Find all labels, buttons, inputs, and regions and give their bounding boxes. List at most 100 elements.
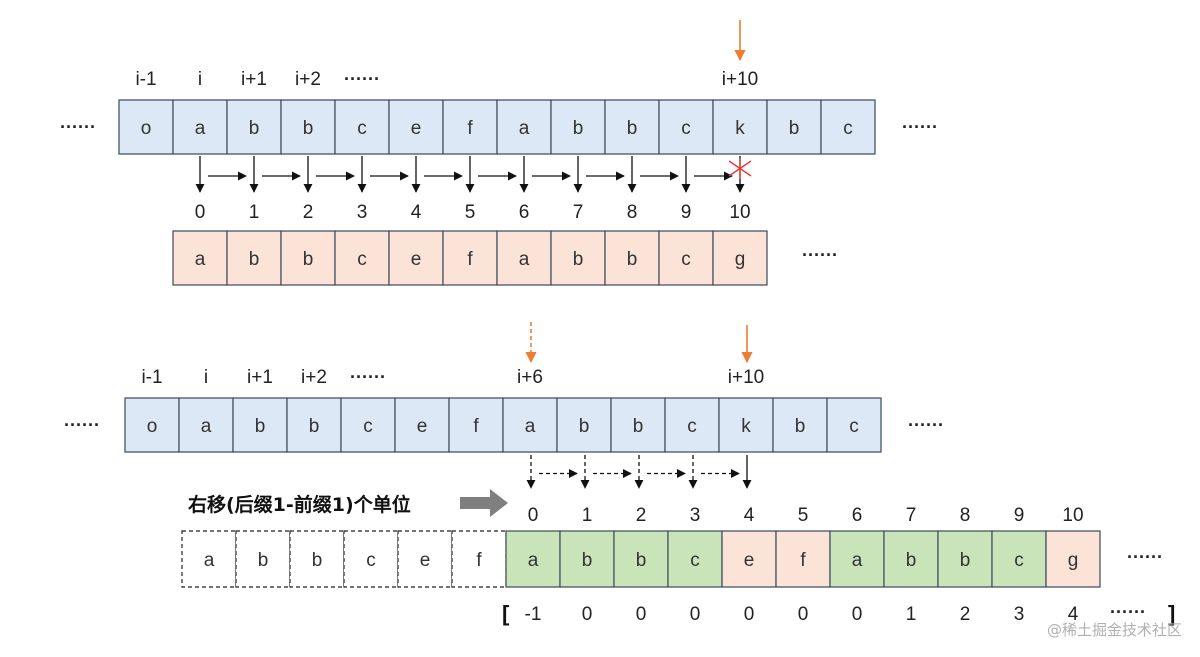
- bottom-pattern-index: 8: [960, 505, 971, 526]
- bottom-main-index-label: i+2: [301, 367, 327, 388]
- bottom-main-char: b: [795, 416, 806, 437]
- top-pattern-cell: b: [550, 230, 606, 286]
- bottom-pattern-index: 9: [1014, 505, 1025, 526]
- top-pattern-index: 5: [465, 202, 476, 223]
- top-pattern-cell: f: [442, 230, 498, 286]
- top-main-cell: c: [658, 99, 714, 155]
- top-pattern-cell: e: [388, 230, 444, 286]
- next-array-value: 3: [1014, 604, 1025, 625]
- bottom-pattern-cell: f: [775, 530, 831, 588]
- bottom-main-index-label: ······: [350, 367, 386, 387]
- bottom-main-char: a: [201, 416, 212, 437]
- bottom-pattern-char: b: [636, 550, 647, 571]
- bottom-main-cell: b: [286, 397, 342, 453]
- top-pattern-cell: a: [496, 230, 552, 286]
- next-array-value: -1: [525, 604, 542, 625]
- bottom-pattern-char: b: [960, 550, 971, 571]
- next-array-value: 0: [744, 604, 755, 625]
- top-main-cell: k: [712, 99, 768, 155]
- top-pattern-index: 6: [519, 202, 530, 223]
- bottom-main-char: c: [363, 416, 373, 437]
- top-main-index-label: i: [198, 69, 202, 90]
- shifted-out-char: c: [366, 550, 376, 571]
- top-main-cell: b: [550, 99, 606, 155]
- bottom-main-index-label: i: [204, 367, 208, 388]
- top-main-char: b: [303, 118, 314, 139]
- shifted-out-char: f: [476, 550, 482, 571]
- next-array-bracket-close: ]: [1168, 601, 1175, 626]
- top-pattern-cell: c: [334, 230, 390, 286]
- top-main-char: b: [627, 118, 638, 139]
- bottom-main-char: b: [579, 416, 590, 437]
- bottom-pattern-char: c: [690, 550, 700, 571]
- bottom-main-cell: e: [394, 397, 450, 453]
- shift-right-arrow-icon: [460, 489, 508, 517]
- bottom-pattern-index: 5: [798, 505, 809, 526]
- top-main-char: a: [519, 118, 530, 139]
- top-main-cell: b: [226, 99, 282, 155]
- top-main-char: e: [411, 118, 422, 139]
- bottom-pattern-char: g: [1068, 550, 1079, 571]
- bottom-pattern-index: 2: [636, 505, 647, 526]
- next-array-value: 0: [582, 604, 593, 625]
- top-main-char: c: [843, 118, 853, 139]
- top-pattern-char: c: [357, 249, 367, 270]
- shift-caption: 右移(后缀1-前缀1)个单位: [187, 493, 411, 516]
- top-pattern-char: a: [519, 249, 530, 270]
- top-pattern-index: 0: [195, 202, 206, 223]
- top-pattern-char: b: [627, 249, 638, 270]
- bottom-main-index-label: i+6: [517, 367, 543, 388]
- shifted-out-cell: e: [397, 530, 453, 588]
- top-pattern-char: b: [303, 249, 314, 270]
- top-pattern-cell: b: [604, 230, 660, 286]
- top-main-cell: a: [172, 99, 228, 155]
- bottom-main-index-label: i+1: [247, 367, 273, 388]
- next-array-value: 0: [852, 604, 863, 625]
- top-pattern-char: b: [249, 249, 260, 270]
- shifted-out-char: a: [204, 550, 215, 571]
- bottom-main-cell: b: [610, 397, 666, 453]
- bottom-main-char: c: [849, 416, 859, 437]
- bottom-pattern-cell: e: [721, 530, 777, 588]
- bottom-pattern-index: 0: [528, 505, 539, 526]
- top-main-char: a: [195, 118, 206, 139]
- shifted-out-cell: c: [343, 530, 399, 588]
- bottom-main-ellipsis-right: ······: [908, 415, 944, 435]
- bottom-main-cell: b: [772, 397, 828, 453]
- next-array-value: 1: [906, 604, 917, 625]
- top-main-index-label: i+2: [295, 69, 321, 90]
- bottom-pattern-cell: a: [505, 530, 561, 588]
- top-pattern-char: b: [573, 249, 584, 270]
- top-main-cell: f: [442, 99, 498, 155]
- bottom-main-char: a: [525, 416, 536, 437]
- top-main-index-label: i+10: [722, 69, 758, 90]
- top-pattern-char: e: [411, 249, 422, 270]
- top-pattern-index: 3: [357, 202, 368, 223]
- bottom-main-cell: a: [502, 397, 558, 453]
- top-main-index-label: i+1: [241, 69, 267, 90]
- bottom-main-index-label: i-1: [141, 367, 162, 388]
- shifted-out-cell: b: [289, 530, 345, 588]
- bottom-pattern-char: a: [852, 550, 863, 571]
- top-main-cell: b: [604, 99, 660, 155]
- top-main-char: f: [467, 118, 473, 139]
- bottom-main-char: f: [473, 416, 479, 437]
- top-main-ellipsis-right: ······: [902, 117, 938, 137]
- top-compare-arrows: [195, 156, 745, 193]
- top-main-char: k: [735, 118, 745, 139]
- top-main-cell: b: [280, 99, 336, 155]
- top-pattern-index: 1: [249, 202, 260, 223]
- bottom-pattern-cell: c: [667, 530, 723, 588]
- bottom-main-cell: f: [448, 397, 504, 453]
- bottom-main-cell: o: [124, 397, 180, 453]
- bottom-main-cell: k: [718, 397, 774, 453]
- bottom-main-char: e: [417, 416, 428, 437]
- bottom-pattern-index: 4: [744, 505, 755, 526]
- top-pattern-cell: g: [712, 230, 768, 286]
- shifted-out-char: e: [420, 550, 431, 571]
